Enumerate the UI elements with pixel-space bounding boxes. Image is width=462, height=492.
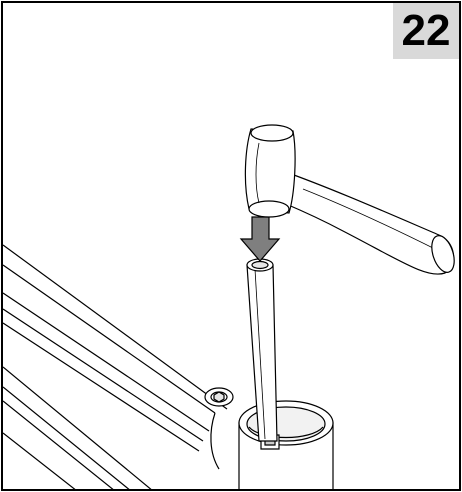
rail-lower-line-3 bbox=[3, 400, 114, 489]
hammer-head-body bbox=[244, 128, 296, 214]
rail-top-inner-edge bbox=[3, 264, 216, 414]
upright-socket bbox=[238, 400, 334, 489]
hammer-head-bottom-face bbox=[248, 200, 290, 218]
rail-face-line-3 bbox=[3, 322, 200, 452]
assembly-illustration bbox=[3, 124, 455, 489]
frame-rail bbox=[3, 244, 228, 489]
rail-lower-line-2 bbox=[3, 386, 130, 489]
rail-top-edge bbox=[3, 244, 228, 410]
rail-face-line-2 bbox=[3, 308, 204, 442]
rail-lower-line-1 bbox=[3, 366, 152, 489]
hammer-handle bbox=[278, 170, 455, 275]
vertical-rod bbox=[246, 258, 278, 442]
socket-inner-shade bbox=[248, 426, 324, 439]
hammer-head-top-face bbox=[250, 124, 294, 142]
hammer-icon bbox=[244, 124, 455, 275]
hammer-handle-end bbox=[431, 235, 455, 273]
rail-bottom-line bbox=[3, 432, 76, 489]
down-arrow-icon bbox=[239, 216, 281, 262]
rail-bolt bbox=[204, 387, 234, 407]
step-number-badge: 22 bbox=[393, 3, 459, 59]
rail-end-curve bbox=[210, 412, 220, 470]
rail-face-line-1 bbox=[3, 292, 210, 432]
